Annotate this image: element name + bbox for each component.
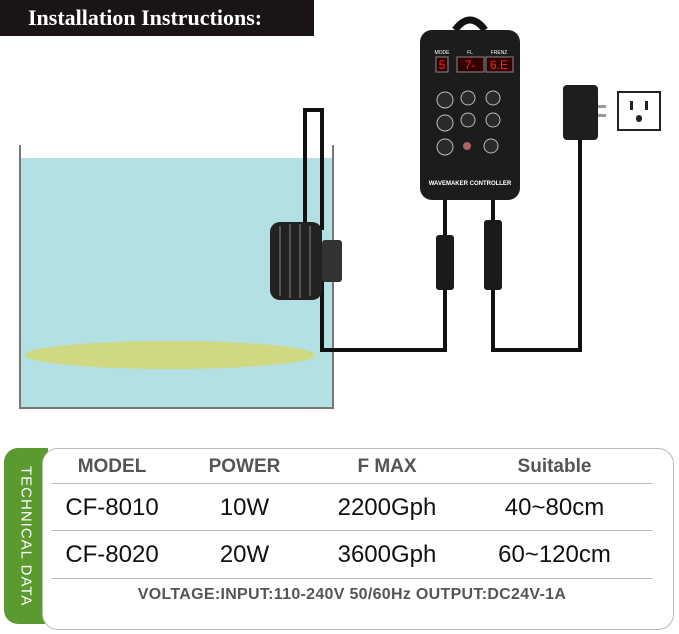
- frenz-plus-button[interactable]: [485, 90, 501, 106]
- cell-suitable: 60~120cm: [498, 540, 611, 568]
- mode-display: 5: [439, 58, 446, 72]
- technical-data-tab: [4, 448, 48, 624]
- cell-model: CF-8020: [65, 540, 159, 568]
- cell-fmax: 3600Gph: [337, 540, 437, 568]
- fl-display: 7-: [465, 58, 476, 72]
- header-model: MODEL: [77, 455, 147, 477]
- cell-power: 10W: [219, 493, 270, 521]
- night-button[interactable]: [436, 138, 454, 156]
- header-suitable: Suitable: [517, 455, 592, 477]
- installation-diagram: 5 7- 6.E MODE FL FRENZ WAVEMAKER CONTROL…: [19, 16, 661, 409]
- mode-button[interactable]: [436, 91, 454, 109]
- fl-plus-button[interactable]: [460, 90, 476, 106]
- wavemaker-controller: 5 7- 6.E MODE FL FRENZ WAVEMAKER CONTROL…: [420, 16, 520, 200]
- power-adapter: [563, 85, 606, 140]
- voltage-spec: VOLTAGE:INPUT:110-240V 50/60Hz OUTPUT:DC…: [137, 586, 567, 603]
- fl-label: FL: [467, 50, 473, 56]
- header-fmax: F MAX: [357, 455, 417, 477]
- mode-label: MODE: [435, 50, 451, 56]
- table-row: CF-8020 20W 3600Gph 60~120cm: [52, 530, 652, 579]
- table-row: CF-8010 10W 2200Gph 40~80cm: [52, 483, 652, 531]
- header-power: POWER: [208, 455, 281, 477]
- frenz-display: 6.E: [490, 58, 508, 72]
- connectors: [436, 220, 502, 290]
- onoff-button[interactable]: [483, 138, 499, 154]
- spec-table: [42, 448, 674, 630]
- cell-suitable: 40~80cm: [504, 493, 605, 521]
- feed-button[interactable]: [436, 114, 454, 132]
- pump: [270, 222, 342, 300]
- instructions-banner: Installation Instructions:: [0, 0, 314, 36]
- technical-data-label: TECHNICAL DATA: [17, 465, 35, 607]
- cell-fmax: 2200Gph: [337, 493, 437, 521]
- frenz-minus-button[interactable]: [485, 112, 501, 128]
- frenz-label: FRENZ: [491, 50, 508, 56]
- controller-label: WAVEMAKER CONTROLLER: [429, 181, 512, 187]
- fl-minus-button[interactable]: [460, 112, 476, 128]
- table-header: MODEL POWER F MAX Suitable: [52, 450, 652, 483]
- cell-power: 20W: [219, 540, 270, 568]
- cell-model: CF-8010: [65, 493, 159, 521]
- wall-outlet-icon: [617, 91, 661, 131]
